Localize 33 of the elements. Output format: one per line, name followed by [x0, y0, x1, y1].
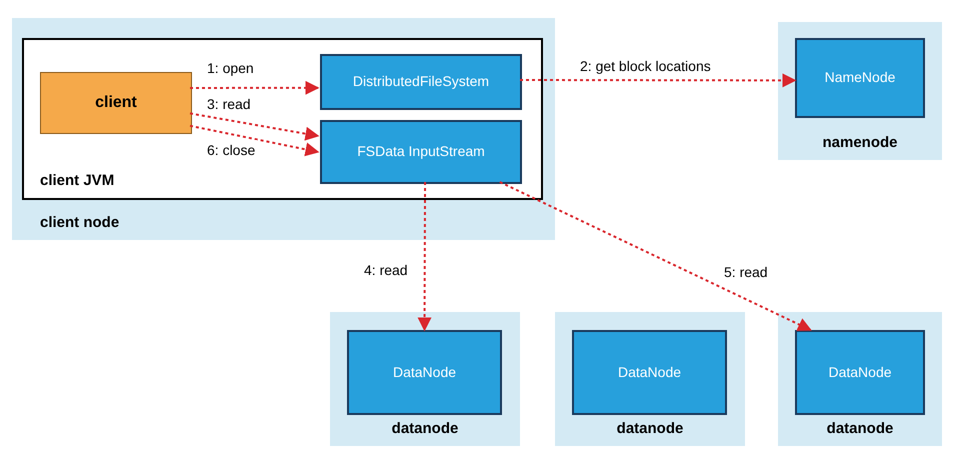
component-box	[347, 330, 502, 415]
host-panel	[330, 312, 520, 446]
node-label: datanode	[392, 420, 458, 436]
arrow	[190, 112, 320, 141]
host-panel	[555, 312, 745, 446]
node-label: FSData InputStream	[357, 143, 485, 161]
arrow	[520, 73, 796, 88]
edge-label: 2: get block locations	[579, 57, 712, 76]
node-label: client JVM	[40, 172, 114, 188]
component-box	[795, 330, 925, 415]
node-label: NameNode	[824, 69, 896, 87]
component-box	[572, 330, 727, 415]
node-label: namenode	[822, 134, 898, 150]
node-label: client node	[40, 214, 120, 230]
component-box	[320, 54, 522, 110]
arrow	[418, 182, 432, 332]
arrow	[499, 181, 812, 331]
arrow	[190, 80, 320, 95]
component-box	[320, 120, 522, 184]
host-panel	[778, 312, 942, 446]
node-label: DataNode	[828, 364, 892, 382]
client-box	[40, 72, 192, 134]
arrow	[190, 124, 320, 156]
node-label: client	[95, 93, 137, 113]
node-label: DistributedFileSystem	[352, 73, 490, 91]
host-panel	[12, 18, 555, 240]
jvm-box	[22, 38, 543, 200]
host-panel	[778, 22, 942, 160]
node-label: datanode	[826, 420, 894, 436]
node-label: DataNode	[618, 364, 682, 382]
component-box	[795, 38, 925, 118]
node-label: DataNode	[392, 364, 456, 382]
node-label: datanode	[616, 420, 684, 436]
